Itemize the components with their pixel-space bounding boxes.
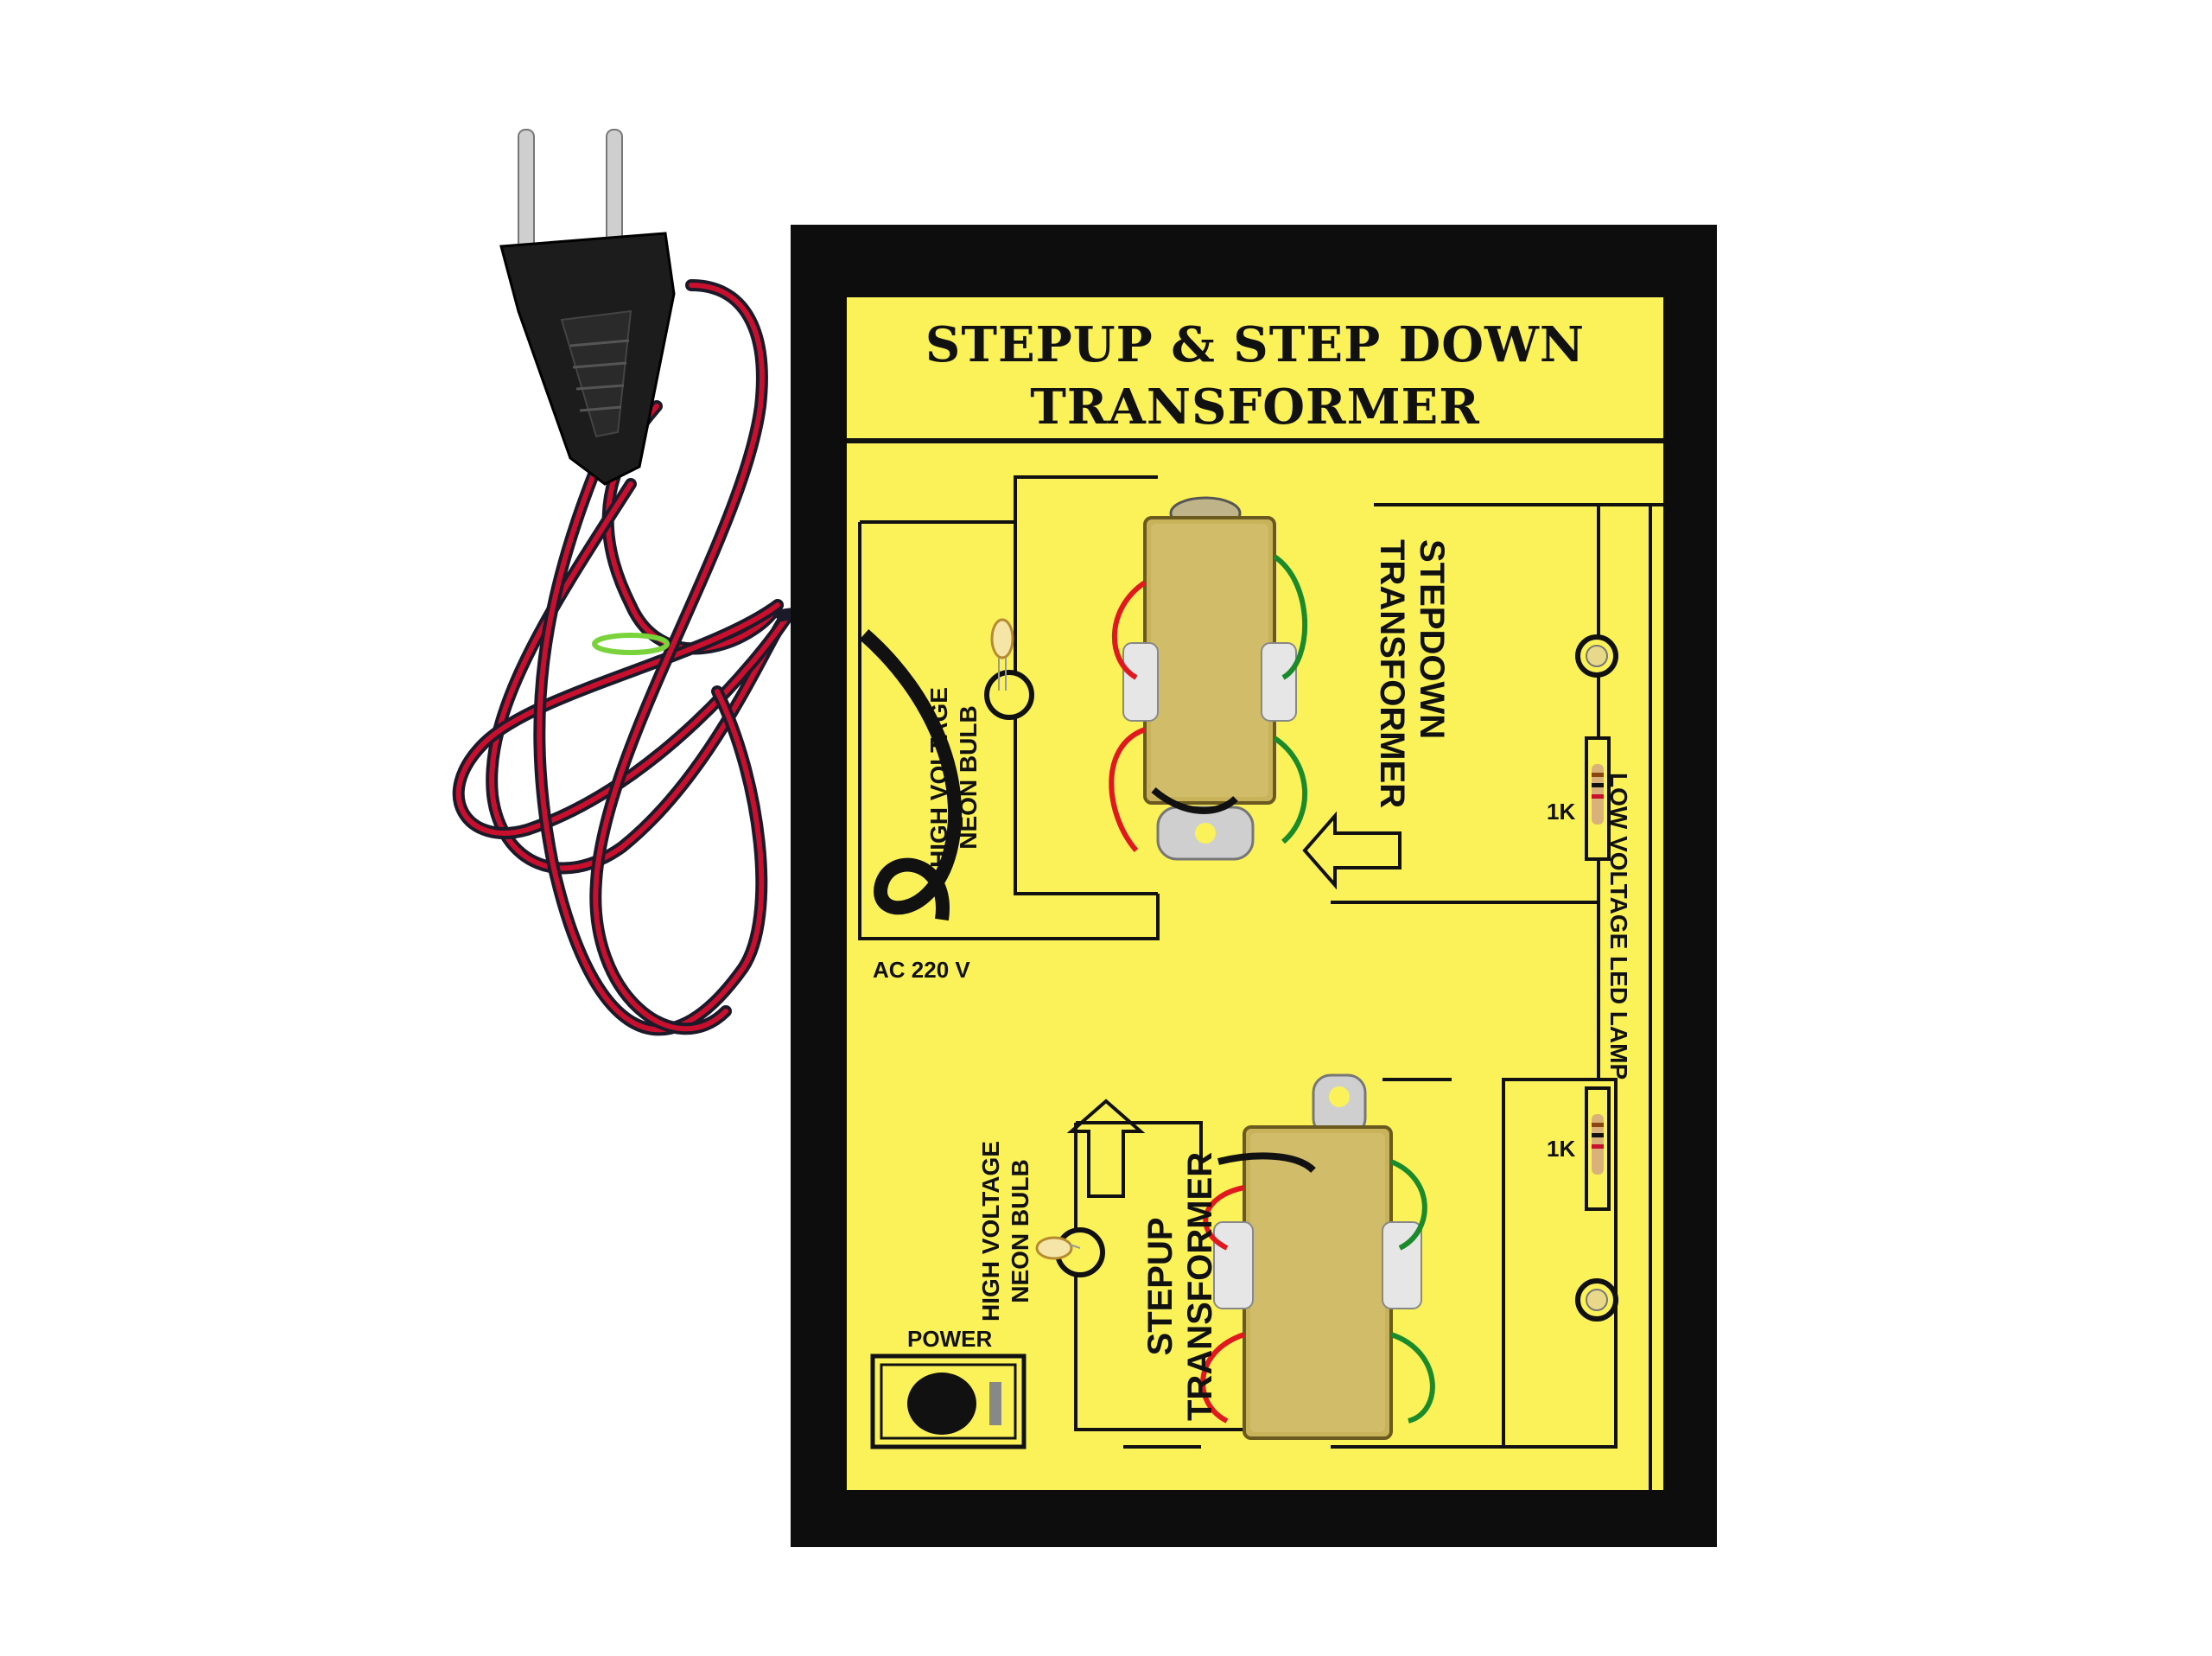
hv-neon-bottom-line1: HIGH VOLTAGE [977, 1141, 1004, 1322]
transformer-board: STEPUP & STEP DOWN TRANSFORMER [791, 225, 1717, 1547]
stepup-label: STEPUP TRANSFORMER [1141, 1152, 1220, 1421]
stepup-transformer [1200, 1073, 1435, 1440]
led-top [1575, 634, 1618, 678]
circuit-diagram [858, 475, 1663, 1490]
cable-tie [592, 633, 670, 655]
led-bottom [1575, 1278, 1618, 1322]
hv-neon-top-line2: NEON BULB [955, 705, 982, 850]
power-plug [499, 129, 676, 486]
circuit-traces [858, 475, 1663, 1490]
neon-bulb-top [984, 618, 1034, 720]
power-switch[interactable] [870, 1353, 1027, 1449]
hv-neon-bottom-line2: NEON BULB [1007, 1159, 1033, 1303]
ac-input-label: AC 220 V [873, 957, 970, 983]
resistor-bottom-label: 1K [1547, 1136, 1576, 1162]
power-label: POWER [907, 1326, 993, 1352]
ac-input-cable [859, 628, 963, 921]
resistor-top-label: 1K [1547, 799, 1576, 825]
stepdown-label-line1: STEPDOWN [1413, 539, 1451, 740]
stepup-label-line2: TRANSFORMER [1181, 1151, 1219, 1421]
yellow-panel: STEPUP & STEP DOWN TRANSFORMER [847, 297, 1663, 1490]
title-banner: STEPUP & STEP DOWN TRANSFORMER [847, 297, 1663, 443]
board-title-line2: TRANSFORMER [1030, 379, 1480, 436]
stepdown-arrow-icon [1302, 811, 1402, 890]
stepdown-transformer [1109, 496, 1308, 861]
hv-neon-top-line1: HIGH VOLTAGE [925, 687, 952, 868]
hv-neon-top-label: HIGH VOLTAGE NEON BULB [925, 687, 983, 868]
low-voltage-led-label: LOW VOLTAGE LED LAMP [1605, 773, 1632, 1080]
stepup-label-line1: STEPUP [1141, 1217, 1179, 1356]
stepdown-label: STEPDOWN TRANSFORMER [1372, 539, 1452, 808]
resistor-bottom [1585, 1086, 1611, 1211]
board-title-line1: STEPUP & STEP DOWN [925, 316, 1586, 373]
neon-bulb-bottom [1035, 1227, 1105, 1277]
hv-neon-bottom-label: HIGH VOLTAGE NEON BULB [976, 1141, 1035, 1322]
stepup-arrow-icon [1066, 1099, 1146, 1198]
resistor-top [1585, 736, 1611, 861]
stepdown-label-line2: TRANSFORMER [1373, 539, 1411, 809]
